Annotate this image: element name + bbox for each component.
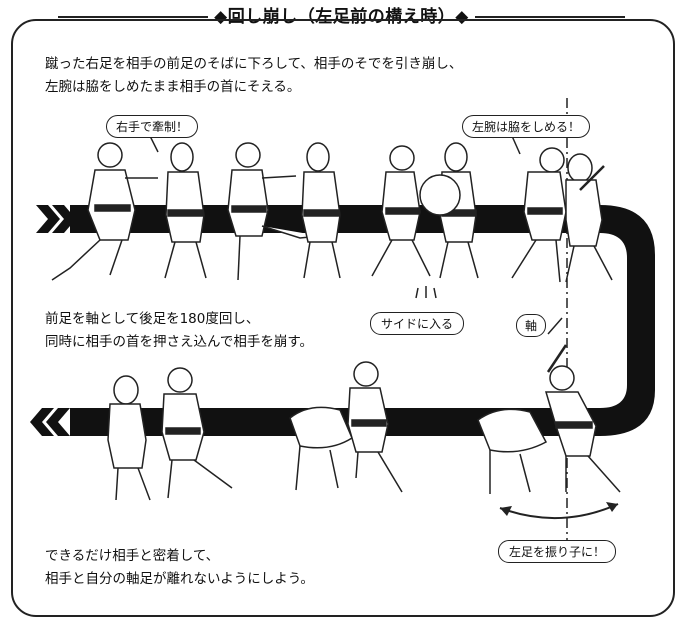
page-title: ◆回し崩し（左足前の構え時）◆ (0, 2, 683, 27)
instruction-step1: 蹴った右足を相手の前足のそばに下ろして、相手のそでを引き崩し、 左腕は脇をしめた… (45, 53, 462, 99)
callout-pointer-axis (547, 317, 563, 335)
title-diamond-left-icon: ◆ (214, 7, 228, 27)
callout-pointer-right-hand (149, 135, 159, 153)
title-text: 回し崩し（左足前の構え時） (227, 7, 456, 27)
figure-pair-1 (51, 142, 207, 281)
instruction-step2-line2: 同時に相手の首を押さえ込んで相手を崩す。 (45, 334, 313, 350)
instruction-step1-line2: 左腕は脇をしめたまま相手の首にそえる。 (45, 79, 301, 95)
figure-pair-5 (107, 367, 233, 501)
figure-pair-6 (289, 361, 403, 493)
instruction-step3-line1: できるだけ相手と密着して、 (45, 548, 220, 564)
callout-axis: 軸 (516, 314, 547, 337)
callout-right-hand: 右手で牽制！ (106, 115, 199, 138)
instruction-step1-line1: 蹴った右足を相手の前足のそばに下ろして、相手のそでを引き崩し、 (45, 56, 463, 72)
outer-border (11, 19, 675, 617)
title-diamond-right-icon: ◆ (455, 7, 469, 27)
callout-side-entry: サイドに入る (370, 312, 465, 335)
callout-left-arm: 左腕は脇をしめる！ (462, 115, 591, 138)
side-entry-burst-icon (415, 286, 437, 299)
instruction-step3: できるだけ相手と密着して、 相手と自分の軸足が離れないようにしよう。 (45, 545, 314, 591)
callout-left-foot: 左足を振り子に！ (498, 540, 617, 563)
instruction-step3-line2: 相手と自分の軸足が離れないようにしよう。 (45, 571, 314, 587)
figure-pair-7 (477, 344, 621, 494)
instruction-step2-line1: 前足を軸として後足を180度回し、 (45, 311, 260, 327)
figure-pair-3 (371, 142, 479, 279)
instruction-step2: 前足を軸として後足を180度回し、 同時に相手の首を押さえ込んで相手を崩す。 (45, 308, 313, 354)
callout-pointer-left-arm (511, 135, 521, 155)
figure-pair-2 (227, 142, 341, 281)
figure-pair-4 (511, 147, 613, 283)
pendulum-arc (499, 503, 619, 519)
flow-arrow-turn (600, 205, 655, 436)
